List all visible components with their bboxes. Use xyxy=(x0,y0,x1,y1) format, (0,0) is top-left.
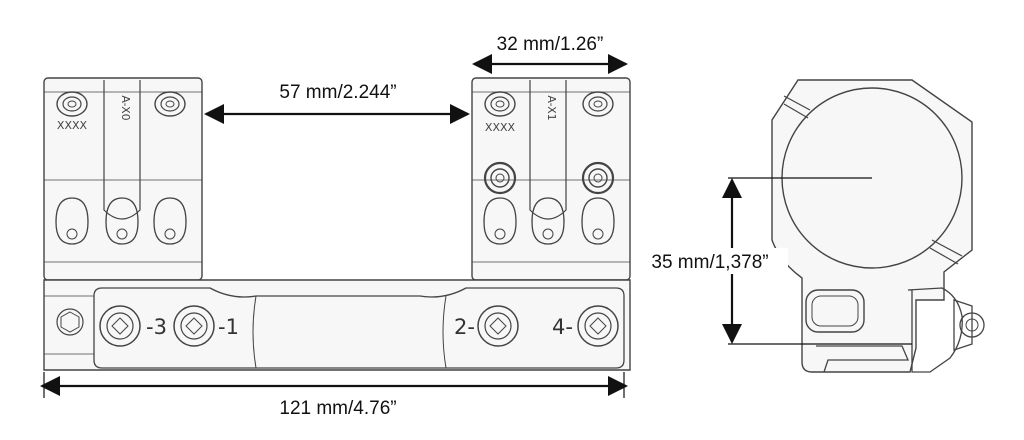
base-screw-label: 4- xyxy=(552,315,573,339)
base-screw-label: -1 xyxy=(218,315,239,339)
ring-marking-rear: A-X1 xyxy=(545,95,558,120)
dimension-ring-width: 32 mm/1.26” xyxy=(472,34,628,74)
dimension-label-ring-width: 32 mm/1.26” xyxy=(497,34,604,55)
torx-screw-icon xyxy=(581,197,615,245)
ring-marking-front: A-X0 xyxy=(119,95,132,120)
hex-socket-icon xyxy=(56,308,84,336)
side-view xyxy=(771,79,985,373)
torx-screw-icon xyxy=(483,197,517,245)
round-screw-icon xyxy=(483,161,517,195)
ring-cap-screw-icon xyxy=(582,91,614,117)
torx-screw-icon xyxy=(55,197,89,245)
front-ring-right: XXXX A-X1 xyxy=(471,77,631,281)
base-screw-label: 2- xyxy=(454,315,475,339)
dimension-label-center-height: 35 mm/1,378” xyxy=(651,252,768,273)
front-ring-left: XXXX A-X0 xyxy=(43,77,203,281)
torx-screw-icon xyxy=(477,305,519,347)
base-screw-label: -3 xyxy=(146,315,167,339)
ring-cap-screw-icon xyxy=(154,91,186,117)
mount-base: -3 -1 2- 4- xyxy=(43,279,631,371)
dimension-total-length: 121 mm/4.76” xyxy=(40,372,628,419)
torx-screw-icon xyxy=(577,305,619,347)
dimension-ring-spacing: 57 mm/2.244” xyxy=(204,82,470,124)
ring-cap-screw-icon xyxy=(56,91,88,117)
ring-cap-screw-icon xyxy=(484,91,516,117)
torx-screw-icon xyxy=(153,197,187,245)
torx-screw-icon xyxy=(99,305,141,347)
torx-screw-icon xyxy=(105,197,139,245)
round-screw-icon xyxy=(581,161,615,195)
torx-screw-icon xyxy=(173,305,215,347)
clamp-knob-icon xyxy=(953,299,985,351)
front-view: XXXX A-X0 xyxy=(43,77,631,371)
serial-mark-right: XXXX xyxy=(485,121,516,134)
torx-screw-icon xyxy=(531,197,565,245)
dimension-label-ring-spacing: 57 mm/2.244” xyxy=(279,82,396,103)
dimension-label-total-length: 121 mm/4.76” xyxy=(279,398,396,419)
serial-mark-left: XXXX xyxy=(57,119,88,132)
dimension-center-height: 35 mm/1,378” xyxy=(636,177,912,345)
